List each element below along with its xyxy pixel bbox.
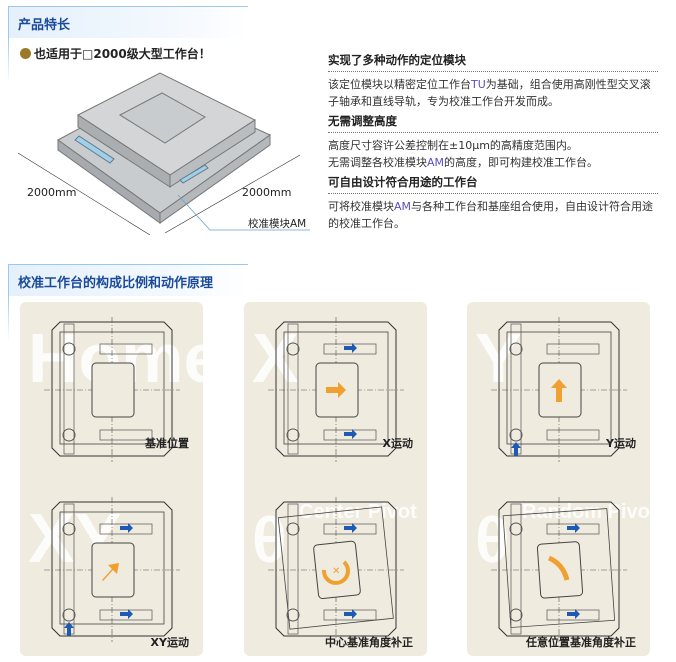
highlight: AM xyxy=(427,156,445,169)
stage-diagram: Home xyxy=(28,317,203,462)
card-caption: 任意位置基准角度补正 xyxy=(526,636,636,649)
card-caption: Y运动 xyxy=(606,437,636,450)
svg-text:θ: θ xyxy=(252,504,287,576)
divider xyxy=(8,38,9,83)
svg-text:Y: Y xyxy=(475,319,522,397)
stage-diagram: X xyxy=(252,317,404,462)
highlight: AM xyxy=(394,200,412,213)
text: 为基础，组合使用高刚性型交叉滚子轴承和直线导轨，专为校准工作台开发而成。 xyxy=(328,78,651,108)
motion-card: θ Center Pivot ✕ 中心基准角度补正 xyxy=(244,486,427,656)
text: 可将校准模块 xyxy=(328,200,394,213)
feature-text: 无需调整各校准模块AM的高度，即可构建校准工作台。 xyxy=(328,154,658,171)
svg-text:✕: ✕ xyxy=(332,566,340,577)
dimension-right: 2000mm xyxy=(242,186,292,199)
section-title: 校准工作台的构成比例和动作原理 xyxy=(18,276,214,291)
card-caption: 中心基准角度补正 xyxy=(325,636,413,649)
stage-diagram: Y xyxy=(475,317,627,462)
bullet-dot-icon xyxy=(20,48,31,59)
motion-card: Home 基准位置 xyxy=(20,302,203,521)
text: 与各种工作台和基座组合使用，自由设计符合用途的校准工作台。 xyxy=(328,200,654,230)
motion-card: Y Y运动 xyxy=(467,302,650,521)
feature-text: 该定位模块以精密定位工作台TU为基础，组合使用高刚性型交叉滚子轴承和直线导轨，专… xyxy=(328,76,658,110)
svg-text:Random Pivot: Random Pivot xyxy=(522,501,650,523)
svg-text:Center Pivot: Center Pivot xyxy=(299,501,417,523)
stage-diagram: θ Center Pivot ✕ xyxy=(252,497,417,642)
stage-diagram: θ Random Pivot xyxy=(475,497,650,642)
feature-title: 可自由设计符合用途的工作台 xyxy=(328,174,658,194)
callout-label: 校准模块AM xyxy=(248,218,307,230)
bullet-text: 也适用于□2000级大型工作台！ xyxy=(34,47,211,61)
feature-text: 可将校准模块AM与各种工作台和基座组合使用，自由设计符合用途的校准工作台。 xyxy=(328,198,658,232)
card-caption: XY运动 xyxy=(150,636,189,649)
card-caption: 基准位置 xyxy=(145,437,189,450)
feature-title: 无需调整高度 xyxy=(328,113,658,133)
highlight: TU xyxy=(471,78,486,91)
text: 该定位模块以精密定位工作台 xyxy=(328,78,471,91)
text: 的高度，即可构建校准工作台。 xyxy=(444,156,599,169)
stage-diagram: XY xyxy=(28,497,180,642)
card-caption: X运动 xyxy=(382,437,413,450)
motion-card: θ Random Pivot 任意位置基准角度补正 xyxy=(467,486,650,656)
section-header-features: 产品特长 xyxy=(8,6,248,38)
motion-card: X X运动 xyxy=(244,302,427,521)
section-title: 产品特长 xyxy=(18,18,71,33)
feature-block: 实现了多种动作的定位模块 该定位模块以精密定位工作台TU为基础，组合使用高刚性型… xyxy=(328,52,658,232)
alignment-stage-illustration xyxy=(17,72,310,235)
section-header-principle: 校准工作台的构成比例和动作原理 xyxy=(8,264,248,296)
feature-text: 高度尺寸容许公差控制在±10μm的高精度范围内。 xyxy=(328,139,578,152)
dimension-left: 2000mm xyxy=(27,186,77,199)
motion-card: XY XY运动 xyxy=(20,486,203,656)
text: 无需调整各校准模块 xyxy=(328,156,427,169)
divider xyxy=(8,296,9,341)
feature-title: 实现了多种动作的定位模块 xyxy=(328,52,658,72)
feature-bullet: 也适用于□2000级大型工作台！ xyxy=(20,45,211,62)
